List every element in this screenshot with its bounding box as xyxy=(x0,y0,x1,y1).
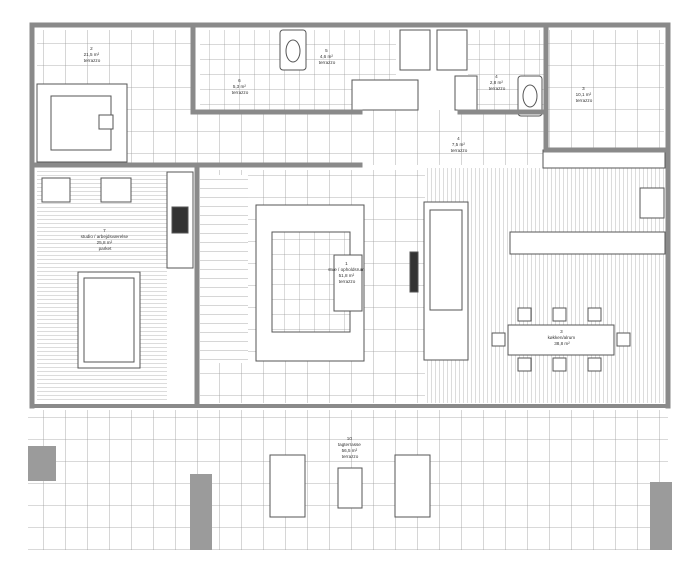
svg-text:7 studio / arbejdsværels: 7 studio / arbejdsværelse 25,8 m² parket xyxy=(81,228,130,251)
room-label-material: terrazzo xyxy=(339,279,356,284)
floor-north-right xyxy=(546,30,664,150)
room-label-material: terrazzo xyxy=(342,454,359,459)
room-label-name: studio / arbejdsværelse xyxy=(81,234,129,239)
shower-tray xyxy=(351,79,419,111)
room-label-num: 2 xyxy=(90,46,93,51)
bathtub-2 xyxy=(436,29,468,71)
room-label-num: 1 xyxy=(345,261,348,266)
pool-table-inner xyxy=(83,277,135,363)
lounger-3 xyxy=(394,454,431,518)
terrace-parapets xyxy=(28,446,672,550)
room-label-area: 5,3 m² xyxy=(233,84,246,89)
svg-text:1 stue / opholdsrum: 1 stue / opholdsrum 51,8 m² terrazzo xyxy=(328,261,366,284)
svg-text:3 10,1 m² terrazzo: 3 10,1 m² terrazzo xyxy=(576,86,593,103)
room-label-material: terrazzo xyxy=(84,58,101,63)
room-label-num: 4 xyxy=(495,74,498,79)
room-label-name: tagterrasse xyxy=(338,442,361,447)
cabinet-small xyxy=(454,75,478,111)
svg-text:5 4,6 m² terrazzo: 5 4,6 m² terrazzo xyxy=(319,48,336,65)
svg-text:2 21,5 m² terrazzo: 2 21,5 m² terrazzo xyxy=(84,46,101,63)
room-label-area: 56,5 m² xyxy=(342,448,358,453)
lounger-2 xyxy=(337,467,363,509)
chair-1 xyxy=(517,307,532,322)
chair-2 xyxy=(552,307,567,322)
floor-finishes xyxy=(28,30,668,550)
chair-4 xyxy=(517,357,532,372)
svg-text:4 7,5 m² terrazzo: 4 7,5 m² terrazzo xyxy=(451,136,468,153)
room-label-name: køkken/alrum xyxy=(548,335,576,340)
dining-table xyxy=(507,324,615,356)
room-label-area: 38,8 m² xyxy=(554,341,570,346)
room-label-material: terrazzo xyxy=(451,148,468,153)
room-label-area: 51,8 m² xyxy=(339,273,355,278)
svg-text:4 2,8 m² terrazzo: 4 2,8 m² terrazzo xyxy=(489,74,506,91)
svg-text:3 køkken/alrum 38,: 3 køkken/alrum 38,8 m² xyxy=(548,329,577,346)
furniture xyxy=(36,29,666,518)
sideboard xyxy=(409,251,419,293)
room-label-num: 7 xyxy=(103,228,106,233)
room-label-area: 21,5 m² xyxy=(84,52,100,57)
room-label-num: 4 xyxy=(457,136,460,141)
shelf-right xyxy=(100,177,132,203)
svg-text:6 5,3 m² terrazzo: 6 5,3 m² terrazzo xyxy=(232,78,249,95)
parapet-right xyxy=(650,482,672,550)
counter-back xyxy=(542,149,666,169)
parapet-left xyxy=(28,446,56,481)
room-label-name: stue / opholdsrum xyxy=(328,267,365,272)
toilet-2 xyxy=(522,84,538,108)
parapet-mid xyxy=(190,474,212,550)
room-label-material: terrazzo xyxy=(232,90,249,95)
chair-5 xyxy=(552,357,567,372)
chair-3 xyxy=(587,307,602,322)
room-label-material: terrazzo xyxy=(576,98,593,103)
toilet xyxy=(285,39,301,63)
svg-text:10 tagterrasse 56,: 10 tagterrasse 56,5 m² terrazzo xyxy=(338,436,362,459)
tall-units-inner xyxy=(429,209,463,311)
room-label-area: 10,1 m² xyxy=(576,92,592,97)
room-label-area: 25,8 m² xyxy=(97,240,113,245)
room-label-material: terrazzo xyxy=(319,60,336,65)
room-label-area: 4,6 m² xyxy=(320,54,333,59)
chair-6 xyxy=(587,357,602,372)
coffee-table xyxy=(333,254,363,312)
cupboard-black xyxy=(171,206,189,234)
room-label-area: 7,5 m² xyxy=(452,142,465,147)
chair-8 xyxy=(616,332,631,347)
room-labels: 2 21,5 m² terrazzo 6 5,3 m² terrazzo 5 4… xyxy=(81,46,593,459)
kitchen-island xyxy=(509,231,666,255)
shelf-left xyxy=(41,177,71,203)
room-label-area: 2,8 m² xyxy=(490,80,503,85)
floor-stairs xyxy=(200,175,248,363)
room-label-num: 3 xyxy=(582,86,585,91)
room-label-num: 5 xyxy=(325,48,328,53)
room-label-num: 6 xyxy=(238,78,241,83)
floor-corridor xyxy=(191,110,546,165)
room-label-material: terrazzo xyxy=(489,86,506,91)
room-label-num: 10 xyxy=(347,436,353,441)
floor-bath-a xyxy=(200,30,276,110)
bathtub xyxy=(399,29,431,71)
room-label-num: 3 xyxy=(560,329,563,334)
room-label-material: parket xyxy=(99,246,112,251)
fixture-knob xyxy=(98,114,114,130)
chair-7 xyxy=(491,332,506,347)
walls xyxy=(29,22,671,409)
lounger-1 xyxy=(269,454,306,518)
appliance xyxy=(639,187,665,219)
